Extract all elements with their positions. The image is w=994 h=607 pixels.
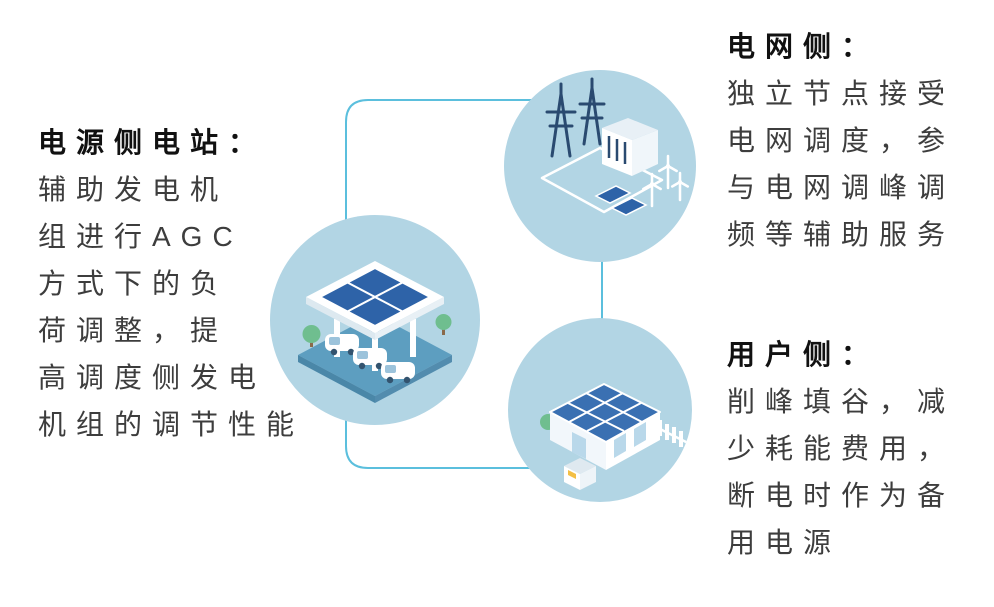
source-side-text: 电源侧电站： 辅助发电机 组进行AGC 方式下的负 荷调整，提 高调度侧发电 机… <box>38 119 304 448</box>
user-side-line: 断电时作为备 <box>727 480 956 511</box>
user-side-text: 用户侧： 削峰填谷，减 少耗能费用， 断电时作为备 用电源 <box>727 331 955 566</box>
user-side-line: 削峰填谷，减 <box>727 386 956 417</box>
source-side-line: 辅助发电机 <box>38 174 229 205</box>
connector-source-to-user <box>345 402 541 469</box>
source-side-line: 方式下的负 <box>38 268 229 299</box>
solar-house-battery-fence-icon <box>540 383 689 490</box>
grid-side-text: 电网侧： 独立节点接受 电网调度，参 与电网调峰调 频等辅助服务 <box>727 23 955 258</box>
grid-side-line: 独立节点接受 <box>727 78 956 109</box>
power-grid-towers-wind-turbines-icon <box>540 77 690 216</box>
connector-source-to-grid <box>345 99 541 236</box>
user-side-line: 用电源 <box>727 527 842 558</box>
grid-side-line: 与电网调峰调 <box>727 172 956 203</box>
solar-carport-charging-station-icon <box>298 261 452 403</box>
grid-side-circle <box>504 70 696 262</box>
grid-side-line: 电网调度，参 <box>727 125 956 156</box>
source-side-line: 高调度侧发电 <box>38 362 267 393</box>
user-side-circle <box>508 318 692 502</box>
grid-side-title: 电网侧： <box>727 31 880 62</box>
source-side-line: 机组的调节性能 <box>38 409 305 440</box>
source-side-circle <box>270 215 480 425</box>
user-side-title: 用户侧： <box>727 339 880 370</box>
user-side-line: 少耗能费用， <box>727 433 956 464</box>
source-side-line: 荷调整，提 <box>38 315 229 346</box>
source-side-title: 电源侧电站： <box>38 127 267 158</box>
grid-side-line: 频等辅助服务 <box>727 219 956 250</box>
source-side-line: 组进行AGC <box>38 221 243 252</box>
